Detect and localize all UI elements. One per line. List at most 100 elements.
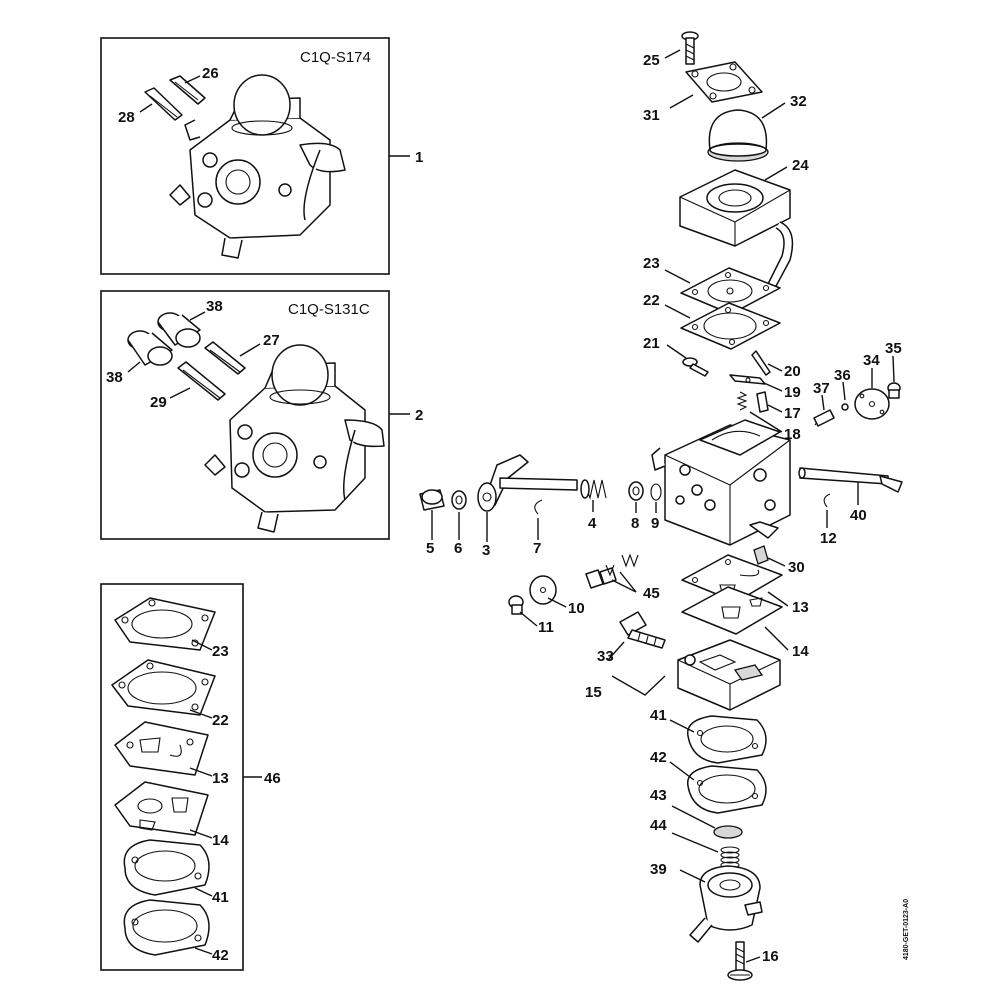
label-30: 30 [788,559,805,576]
part-42-gasket [686,765,767,814]
label-21: 21 [643,335,660,352]
kit-code-1: C1Q-S174 [300,49,371,66]
label-31: 31 [643,107,660,124]
gasket-kit-item-22 [111,659,216,716]
kit2-label-29: 29 [150,394,167,411]
label-35: 35 [885,340,902,357]
label-12: 12 [820,530,837,547]
kit2-label-38a: 38 [206,298,223,315]
part-19-lever [729,374,766,385]
label-39: 39 [650,861,667,878]
part-40-choke-shaft [798,467,903,493]
part-25-screw [681,31,699,65]
kit-ref-2: 2 [415,407,423,424]
part-37-spring [813,409,835,427]
gasket-kit-item-14 [114,781,209,836]
part-12-circlip [823,493,831,508]
part-6-washer [451,490,467,510]
label-20: 20 [784,363,801,380]
part-43-disc [713,825,743,839]
kit2-label-27: 27 [263,332,280,349]
kit-box-2: C1Q-S131C [100,290,423,540]
adjust-screw-26 [169,75,206,105]
part-8-washer [628,481,644,501]
adjust-screw-29 [177,361,226,401]
label-43: 43 [650,787,667,804]
label-40: 40 [850,507,867,524]
part-33-plug [619,611,666,649]
kit-box-46: 23 22 13 14 41 42 46 [100,583,281,971]
kit46-label-41: 41 [212,889,229,906]
kit1-label-28: 28 [118,109,135,126]
kit46-label-14: 14 [212,832,229,849]
label-5: 5 [426,540,434,557]
part-20-pin [751,350,771,376]
gasket-kit-item-13 [114,721,209,776]
adjust-screw-28 [144,87,183,121]
kit46-label-42: 42 [212,947,229,964]
part-39-pump-cover [689,865,763,943]
label-37: 37 [813,380,830,397]
part-3-throttle-shaft [477,454,578,512]
part-35-screw [887,382,901,399]
label-3: 3 [482,542,490,559]
part-21-screw [682,357,709,377]
part-30-screen [753,545,769,565]
gasket-kit-item-23 [114,597,216,651]
part-31-cover-plate [685,61,763,103]
label-18: 18 [784,426,801,443]
kit1-label-26: 26 [202,65,219,82]
part-14-metering-plate [681,586,783,635]
label-41: 41 [650,707,667,724]
part-32-primer-bulb [707,109,769,162]
part-11-screw [508,595,524,615]
carburetor-illustration-1 [169,74,346,259]
label-34: 34 [863,352,880,369]
part-36-ball [841,403,849,411]
label-19: 19 [784,384,801,401]
label-33: 33 [597,648,614,665]
part-15-metering-cover [677,639,781,711]
adjust-screw-27 [204,341,246,375]
part-22-gasket [680,302,781,350]
part-10-disc [529,575,557,605]
kit46-label-23: 23 [212,643,229,660]
label-7: 7 [533,540,541,557]
label-22: 22 [643,292,660,309]
part-23-diaphragm [680,267,781,315]
carburetor-body [651,419,791,546]
label-11: 11 [538,619,554,636]
part-17-inlet-needle [756,391,769,413]
label-6: 6 [454,540,462,557]
part-45-valves [585,553,639,589]
label-44: 44 [650,817,667,834]
part-7-circlip [534,499,543,515]
part-4-spring [580,479,607,501]
part-spring-19 [736,391,748,411]
part-34-cover [854,388,890,420]
label-9: 9 [651,515,659,532]
label-4: 4 [588,515,597,532]
part-9-ring [650,483,662,501]
label-23: 23 [643,255,660,272]
label-8: 8 [631,515,639,532]
document-id: 4180-GET-0123-A0 [903,899,910,960]
kit-ref-1: 1 [415,149,423,166]
part-5-nut [419,489,445,511]
label-32: 32 [790,93,807,110]
part-44-spring [720,846,740,869]
limiter-cap-38-lower [127,330,173,366]
kit-box-1: C1Q-S174 26 28 [100,37,423,275]
label-36: 36 [834,367,851,384]
label-25: 25 [643,52,660,69]
label-14: 14 [792,643,809,660]
kit46-label-22: 22 [212,712,229,729]
label-16: 16 [762,948,779,965]
kit-code-2: C1Q-S131C [288,301,370,318]
label-13: 13 [792,599,809,616]
label-10: 10 [568,600,585,617]
label-17: 17 [784,405,801,422]
label-24: 24 [792,157,809,174]
label-42: 42 [650,749,667,766]
